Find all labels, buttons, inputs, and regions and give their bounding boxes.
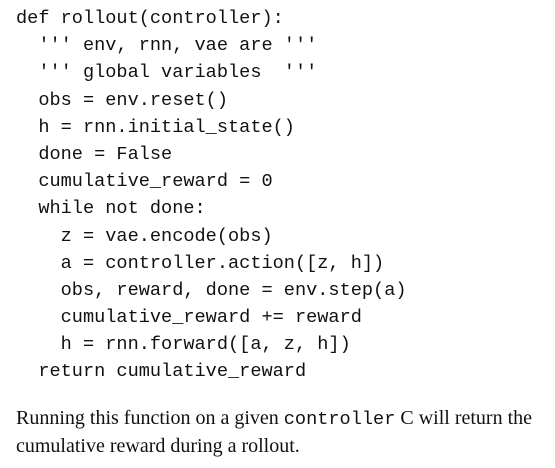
code-line-9: z = vae.encode(obs) [16,225,273,247]
caption-text-after: C will return the cumulative reward duri… [16,407,532,457]
code-line-14: return cumulative_reward [16,361,307,383]
caption-paragraph: Running this function on a given control… [16,405,548,459]
code-line-11: obs, reward, done = env.step(a) [16,279,407,301]
code-line-8: while not done: [16,198,206,220]
code-line-10: a = controller.action([z, h]) [16,252,385,274]
code-line-6: done = False [16,143,173,165]
code-line-13: h = rnn.forward([a, z, h]) [16,334,351,356]
code-line-5: h = rnn.initial_state() [16,116,295,138]
code-line-1: def rollout(controller): [16,8,284,29]
code-line-3: ''' global variables ''' [16,62,318,84]
caption-text-before: Running this function on a given [16,407,284,429]
code-listing: def rollout(controller): ''' env, rnn, v… [16,5,546,386]
code-line-12: cumulative_reward += reward [16,307,362,329]
code-line-4: obs = env.reset() [16,89,229,111]
caption-code-word: controller [283,409,396,430]
code-line-2: ''' env, rnn, vae are ''' [16,35,318,57]
code-line-7: cumulative_reward = 0 [16,171,273,193]
